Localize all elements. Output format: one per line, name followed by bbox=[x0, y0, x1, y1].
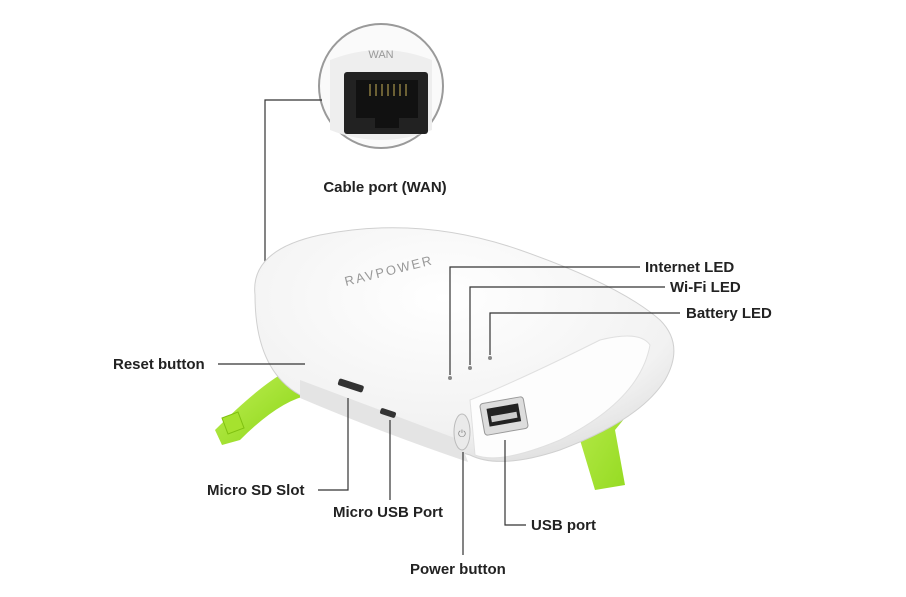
wifi-led bbox=[468, 366, 472, 370]
micro-sd-slot-label: Micro SD Slot bbox=[207, 482, 305, 499]
micro-sd-slot[interactable] bbox=[337, 378, 364, 393]
reset-button-label: Reset button bbox=[113, 356, 205, 373]
power-button[interactable] bbox=[453, 413, 471, 451]
router-device-illustration: RAVPOWER ⏻ bbox=[215, 227, 675, 490]
wifi-led-label: Wi-Fi LED bbox=[670, 279, 741, 296]
wan-port-inset: WAN bbox=[318, 23, 444, 149]
wan-label: WAN bbox=[368, 49, 393, 61]
cable-port-caption: Cable port (WAN) bbox=[323, 179, 446, 196]
internet-led-label: Internet LED bbox=[645, 259, 734, 276]
power-button-label: Power button bbox=[410, 561, 506, 578]
battery-led-label: Battery LED bbox=[686, 305, 772, 322]
power-icon: ⏻ bbox=[458, 429, 466, 440]
usb-port-label: USB port bbox=[531, 517, 596, 534]
internet-led bbox=[448, 376, 452, 380]
micro-usb-port-label: Micro USB Port bbox=[333, 504, 443, 521]
battery-led bbox=[488, 356, 492, 360]
micro-usb-port[interactable] bbox=[379, 408, 397, 419]
wan-leader-line bbox=[264, 99, 322, 300]
